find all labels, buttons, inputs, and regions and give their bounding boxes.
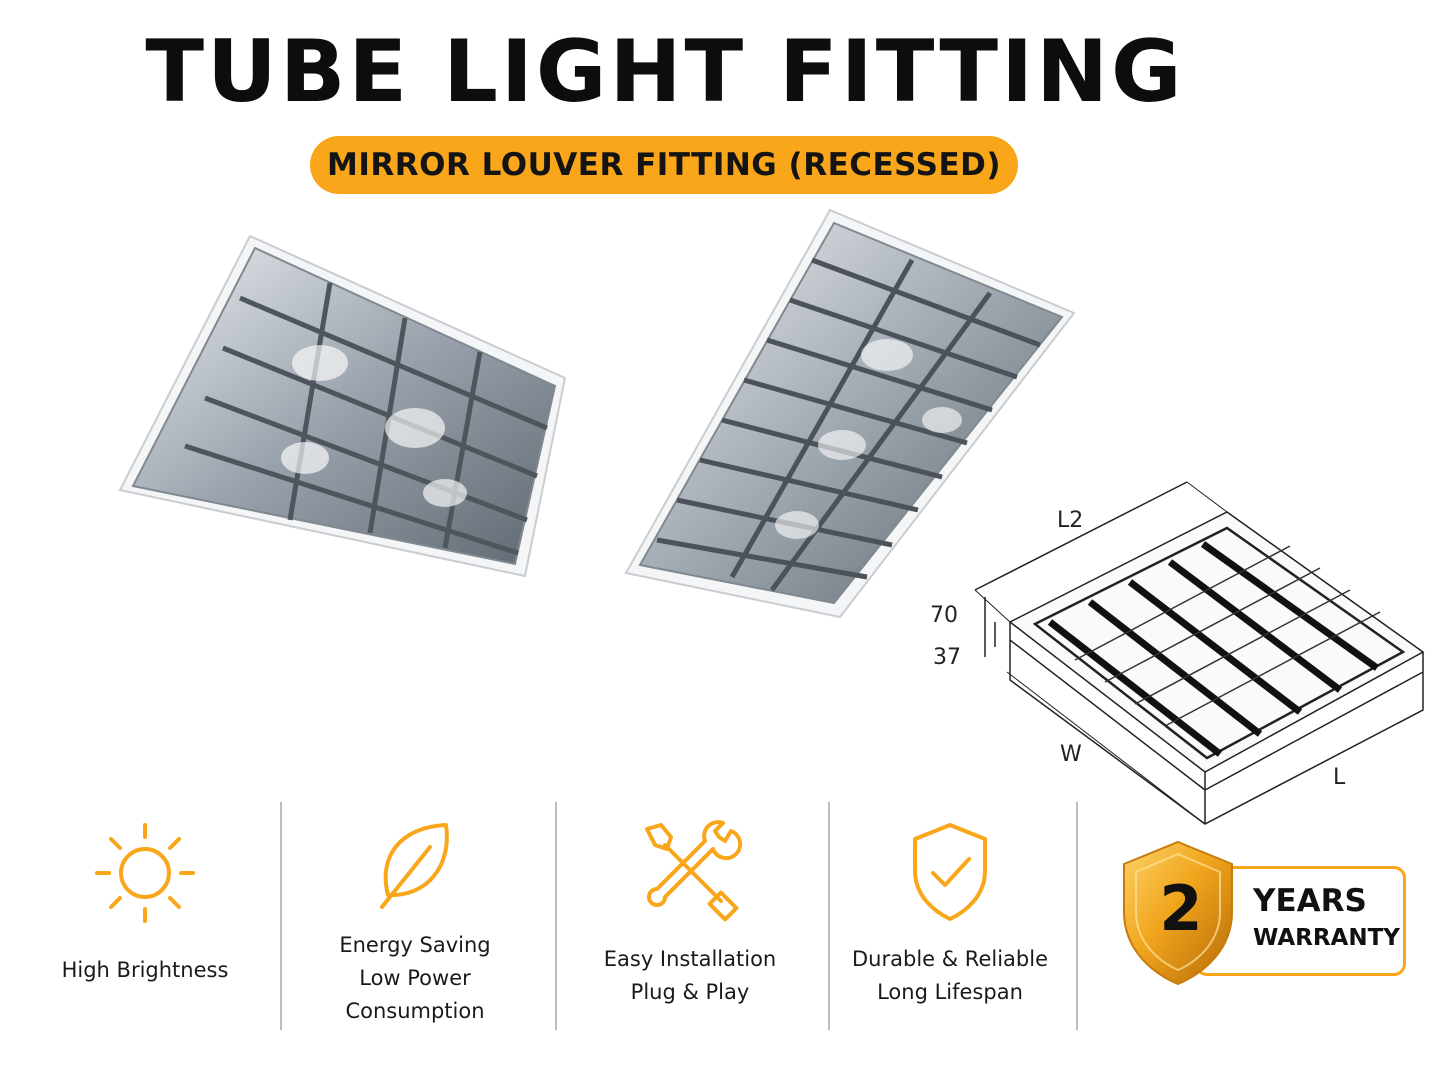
feature-label: Consumption <box>345 999 485 1023</box>
feature-energy-saving: Energy Saving Low Power Consumption <box>310 815 520 1028</box>
dimension-l-label: L <box>1333 765 1346 790</box>
warranty-shield-icon <box>1123 840 1233 986</box>
feature-divider <box>555 802 557 1030</box>
warranty-word-text: WARRANTY <box>1253 925 1400 951</box>
feature-divider <box>280 802 282 1030</box>
warranty-number: 2 <box>1159 872 1203 945</box>
rectangular-louver-fixture-image <box>624 208 1076 619</box>
warranty-years-text: YEARS <box>1253 883 1367 919</box>
shield-check-icon <box>913 823 987 921</box>
dimension-diagram <box>974 481 1425 825</box>
subtitle-text: MIRROR LOUVER FITTING (RECESSED) <box>326 147 1002 183</box>
feature-divider <box>1076 802 1078 1030</box>
feature-label: Plug & Play <box>630 980 750 1004</box>
feature-label: High Brightness <box>61 958 229 982</box>
feature-label: Low Power <box>359 966 471 990</box>
dimension-l2-label: L2 <box>1057 508 1084 533</box>
leaf-icon <box>380 823 449 909</box>
square-louver-fixture-image <box>118 234 567 578</box>
feature-label: Long Lifespan <box>877 980 1023 1004</box>
feature-label: Durable & Reliable <box>852 947 1048 971</box>
dimension-70-label: 70 <box>930 603 958 628</box>
dimension-w-label: W <box>1060 742 1082 767</box>
sun-icon <box>95 823 195 923</box>
feature-divider <box>828 802 830 1030</box>
page-title: TUBE LIGHT FITTING <box>145 22 1185 122</box>
feature-durable-reliable: Durable & Reliable Long Lifespan <box>845 815 1055 1009</box>
feature-high-brightness: High Brightness <box>40 815 250 987</box>
feature-label: Easy Installation <box>603 947 777 971</box>
feature-label: Energy Saving <box>339 933 491 957</box>
subtitle-badge: MIRROR LOUVER FITTING (RECESSED) <box>310 136 1018 194</box>
dimension-37-label: 37 <box>933 645 961 670</box>
feature-easy-installation: Easy Installation Plug & Play <box>585 815 795 1009</box>
tools-icon <box>645 820 743 922</box>
